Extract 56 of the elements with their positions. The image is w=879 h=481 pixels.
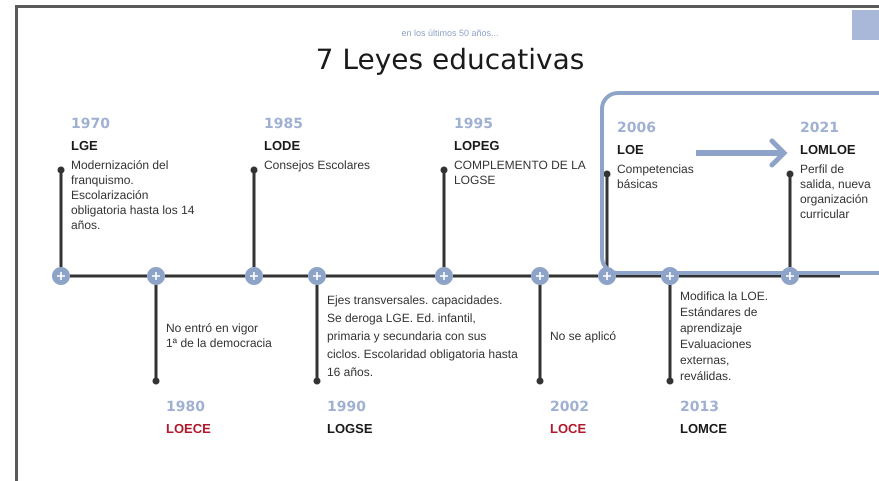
timeline-line	[616, 274, 661, 278]
pin-line	[786, 170, 794, 267]
year-label: 2021	[800, 119, 840, 137]
timeline-marker	[435, 267, 453, 285]
year-label: 2002	[550, 398, 590, 416]
year-label: 1990	[327, 398, 367, 416]
timeline-line	[70, 274, 147, 278]
law-description: Consejos Escolares	[264, 158, 372, 173]
law-name: LOMLOE	[800, 141, 857, 158]
timeline-line	[549, 274, 598, 278]
year-label: 2006	[617, 119, 657, 137]
year-label: 2013	[680, 398, 720, 416]
timeline-marker	[531, 267, 549, 285]
law-name: LODE	[264, 137, 302, 154]
law-name: LGE	[71, 137, 99, 154]
law-name: LOE	[617, 141, 645, 158]
year-label: 1970	[71, 115, 111, 133]
timeline-marker	[661, 267, 679, 285]
year-label: 1980	[166, 398, 206, 416]
pin-line	[440, 166, 448, 267]
law-description: Modifica la LOE. Estándares de aprendizaje Evaluaciones externas, reválidas.	[680, 288, 770, 384]
pin-line	[604, 170, 610, 267]
timeline-line	[679, 274, 781, 278]
law-description: No se aplicó	[550, 328, 616, 344]
timeline-line	[263, 274, 308, 278]
timeline-line	[326, 274, 435, 278]
law-name: LOGSE	[327, 420, 374, 437]
law-name: LOMCE	[680, 420, 728, 437]
law-name: LOECE	[166, 420, 212, 437]
pin-line	[314, 285, 320, 384]
timeline-line	[165, 274, 245, 278]
law-description: Ejes transversales. capacidades. Se deroga LGE. Ed. infantil, primaria y secundaria con sus ciclos. Escolaridad obligatoria hasta 16 años.	[327, 292, 519, 381]
timeline-line	[453, 274, 531, 278]
law-description: COMPLEMENTO DE LA LOGSE	[454, 158, 587, 188]
year-label: 1985	[264, 115, 304, 133]
pin-line	[536, 285, 544, 384]
timeline-marker	[308, 267, 326, 285]
subtitle: en los últimos 50 años...	[400, 27, 500, 39]
law-description: No entró en vigor 1ª de la democracia	[166, 321, 272, 351]
timeline-marker	[245, 267, 263, 285]
law-description: Perfil de salida, nueva organización curricular	[800, 162, 871, 222]
law-name: LOPEG	[454, 137, 501, 154]
timeline-marker	[781, 267, 799, 285]
law-name: LOCE	[550, 420, 588, 437]
pin-line	[152, 285, 160, 384]
law-description: Competencias básicas	[617, 162, 695, 192]
pin-line	[58, 166, 64, 267]
timeline-marker	[52, 267, 70, 285]
year-label: 1995	[454, 115, 494, 133]
law-description: Modernización del franquismo. Escolarización obligatoria hasta los 14 años.	[71, 158, 195, 233]
title: 7 Leyes educativas	[314, 42, 586, 78]
timeline-marker	[598, 267, 616, 285]
arrow	[696, 138, 786, 168]
pin-line	[250, 166, 258, 267]
timeline-marker	[147, 267, 165, 285]
pin-line	[666, 285, 674, 384]
